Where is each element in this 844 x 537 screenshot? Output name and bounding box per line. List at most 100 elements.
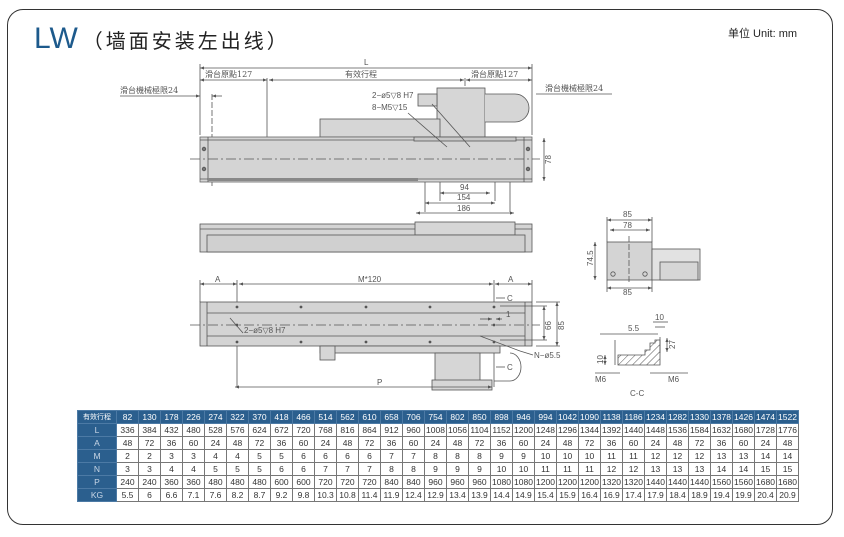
table-cell: 14.4 — [490, 488, 513, 502]
table-cell: 8 — [446, 449, 469, 463]
table-cell: 1536 — [666, 423, 689, 437]
table-cell: 24 — [314, 436, 337, 450]
table-cell: 9 — [424, 462, 447, 476]
stroke-header-cell: 1090 — [578, 410, 601, 424]
table-cell: 4 — [204, 449, 227, 463]
table-cell: 3 — [138, 462, 161, 476]
stroke-header-cell: 1282 — [666, 410, 689, 424]
table-cell: 13 — [666, 462, 689, 476]
table-cell: 1440 — [688, 475, 711, 489]
stroke-header-cell: 946 — [512, 410, 535, 424]
stroke-header-cell: 1378 — [710, 410, 733, 424]
table-cell: 576 — [226, 423, 249, 437]
table-cell: 24 — [754, 436, 777, 450]
table-cell: 768 — [314, 423, 337, 437]
table-cell: 720 — [336, 475, 359, 489]
label-effective-stroke: 有效行程 — [345, 69, 377, 79]
table-cell: 17.9 — [644, 488, 667, 502]
table-cell: 7.6 — [204, 488, 227, 502]
table-cell: 1248 — [534, 423, 557, 437]
dim-78: 78 — [544, 155, 553, 164]
stroke-header-cell: 226 — [182, 410, 205, 424]
end-dim-85-bottom: 85 — [623, 288, 632, 297]
table-cell: 1200 — [512, 423, 535, 437]
section-dim-10-side: 10 — [596, 355, 605, 364]
table-cell: 48 — [446, 436, 469, 450]
table-cell: 5.5 — [116, 488, 139, 502]
table-cell: 11 — [600, 449, 623, 463]
table-cell: 1344 — [578, 423, 601, 437]
callout-pin-hole-bottom: 2−ø5▽8 H7 — [244, 326, 286, 335]
section-dim-27: 27 — [668, 340, 677, 349]
table-cell: 60 — [182, 436, 205, 450]
table-cell: 960 — [424, 475, 447, 489]
table-cell: 720 — [292, 423, 315, 437]
table-cell: 1080 — [490, 475, 513, 489]
table-cell: 6 — [292, 449, 315, 463]
table-cell: 36 — [160, 436, 183, 450]
table-cell: 13.9 — [468, 488, 491, 502]
table-cell: 1152 — [490, 423, 513, 437]
stroke-header-cell: 178 — [160, 410, 183, 424]
dim-a-left: A — [215, 275, 221, 284]
stroke-header-cell: 370 — [248, 410, 271, 424]
table-cell: 18.9 — [688, 488, 711, 502]
table-cell: 480 — [204, 475, 227, 489]
table-cell: 36 — [270, 436, 293, 450]
stroke-header-cell: 562 — [336, 410, 359, 424]
table-cell: 20.4 — [754, 488, 777, 502]
table-cell: 7 — [402, 449, 425, 463]
table-cell: 6 — [358, 449, 381, 463]
stroke-header-cell: 1042 — [556, 410, 579, 424]
table-cell: 36 — [710, 436, 733, 450]
stroke-header-cell: 1186 — [622, 410, 645, 424]
table-cell: 24 — [424, 436, 447, 450]
table-cell: 10 — [512, 462, 535, 476]
table-cell: 1392 — [600, 423, 623, 437]
table-cell: 1560 — [732, 475, 755, 489]
dim-a-right: A — [508, 275, 514, 284]
table-cell: 19.9 — [732, 488, 755, 502]
table-cell: 5 — [270, 449, 293, 463]
table-cell: 1080 — [512, 475, 535, 489]
table-cell: 7 — [358, 462, 381, 476]
table-cell: 624 — [248, 423, 271, 437]
stroke-header-cell: 466 — [292, 410, 315, 424]
stroke-header-cell: 1138 — [600, 410, 623, 424]
table-cell: 8 — [424, 449, 447, 463]
table-cell: 432 — [160, 423, 183, 437]
table-cell: 13 — [644, 462, 667, 476]
stroke-header-cell: 1426 — [732, 410, 755, 424]
table-cell: 13 — [732, 449, 755, 463]
table-cell: 19.4 — [710, 488, 733, 502]
table-header-label: 有效行程 — [77, 410, 117, 424]
dim-85: 85 — [557, 321, 566, 330]
table-cell: 1296 — [556, 423, 579, 437]
table-cell: 36 — [380, 436, 403, 450]
table-cell: 7 — [380, 449, 403, 463]
table-cell: 8 — [402, 462, 425, 476]
section-view — [595, 321, 688, 374]
table-cell: 48 — [116, 436, 139, 450]
table-cell: 1056 — [446, 423, 469, 437]
table-cell: 15 — [754, 462, 777, 476]
table-cell: 6 — [270, 462, 293, 476]
table-cell: 912 — [380, 423, 403, 437]
table-cell: 1200 — [556, 475, 579, 489]
table-cell: 72 — [468, 436, 491, 450]
table-cell: 2 — [138, 449, 161, 463]
stroke-header-cell: 130 — [138, 410, 161, 424]
table-cell: 72 — [248, 436, 271, 450]
table-cell: 15.9 — [556, 488, 579, 502]
end-dim-78: 78 — [623, 221, 632, 230]
table-cell: 4 — [182, 462, 205, 476]
table-cell: 11.9 — [380, 488, 403, 502]
table-cell: 1320 — [600, 475, 623, 489]
table-cell: 9 — [512, 449, 535, 463]
table-cell: 13 — [688, 462, 711, 476]
table-cell: 6 — [314, 449, 337, 463]
table-cell: 9.8 — [292, 488, 315, 502]
